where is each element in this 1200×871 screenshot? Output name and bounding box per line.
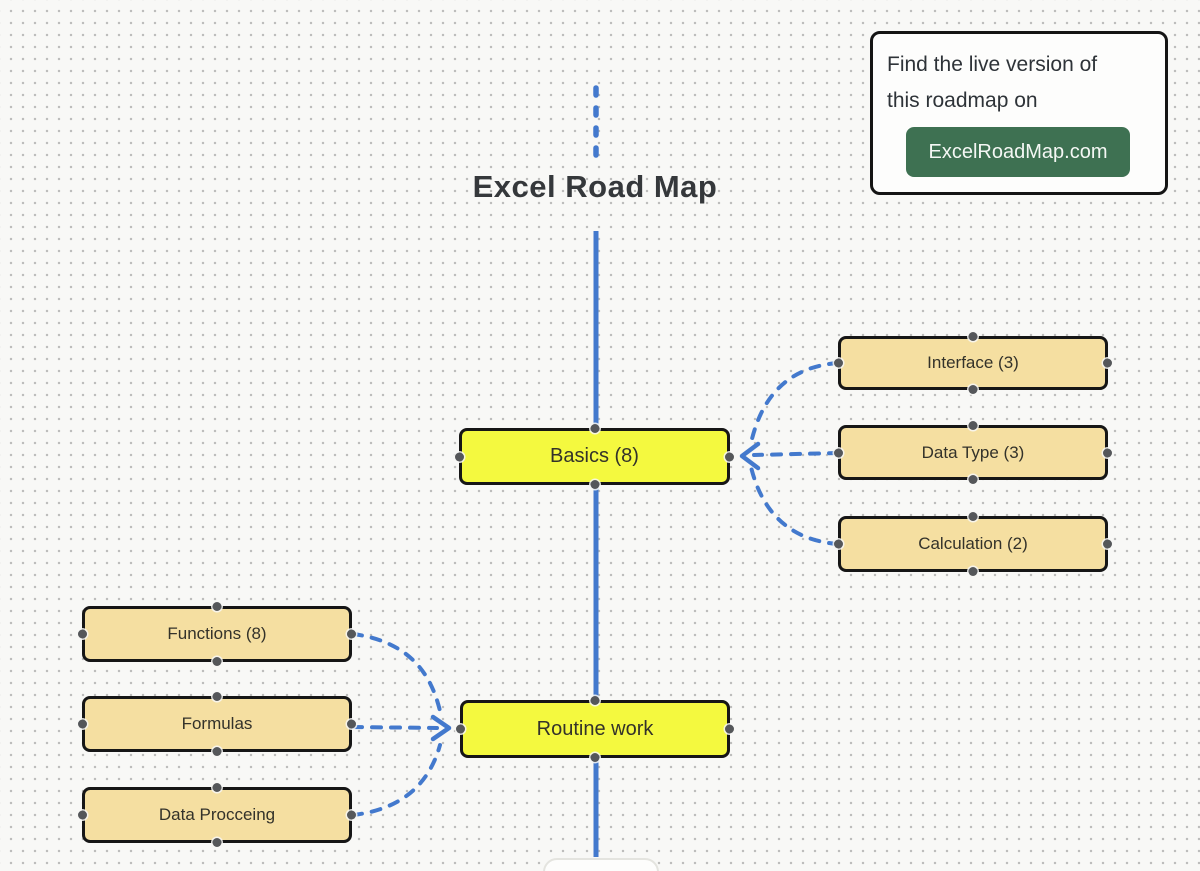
node-functions[interactable]: Functions (8) (78, 602, 356, 666)
node-data-type-label: Data Type (3) (921, 442, 1025, 462)
connector-dot (455, 452, 464, 461)
arrowhead-into-basics (739, 441, 761, 471)
connector-dot (212, 602, 222, 611)
connector-dot (834, 448, 843, 457)
node-data-procceing[interactable]: Data Procceing (78, 783, 356, 847)
node-functions-label: Functions (8) (167, 624, 267, 643)
node-formulas-label: Formulas (181, 714, 253, 733)
callout-line1: Find the live version of (887, 53, 1098, 76)
page-title: Excel Road Map (472, 169, 718, 204)
connector-dot (834, 358, 843, 368)
node-data-procceing-label: Data Procceing (158, 805, 276, 824)
edge-formulas-routine (351, 725, 439, 730)
connector-dot (968, 512, 978, 521)
connector-dot (212, 783, 222, 792)
connector-dot (590, 696, 600, 705)
connector-dot (456, 724, 465, 734)
node-basics-label: Basics (8) (550, 445, 639, 467)
connector-dot (78, 719, 87, 729)
edge-functions-routine (351, 632, 442, 713)
connector-dot (968, 475, 978, 484)
connector-dot (347, 629, 356, 639)
connector-dot (212, 838, 222, 847)
connector-dot (212, 657, 222, 666)
connector-dot (1103, 539, 1112, 549)
arrowhead-into-routine (430, 714, 452, 742)
excelroadmap-link-button[interactable]: ExcelRoadMap.com (906, 127, 1130, 177)
connector-dot (968, 385, 978, 394)
connector-dot (725, 452, 734, 461)
node-formulas[interactable]: Formulas (78, 692, 356, 756)
connector-dot (834, 539, 843, 549)
connector-dot (78, 629, 87, 639)
edge-interface-basics (749, 361, 840, 445)
connector-dot (968, 332, 978, 341)
connector-dot (347, 719, 356, 729)
connector-dot (212, 692, 222, 701)
connector-dot (968, 567, 978, 576)
connector-dot (347, 810, 356, 820)
next-node-peek (543, 858, 659, 871)
edge-calculation-basics (749, 465, 840, 546)
callout-text: Find the live version of this roadmap on (887, 47, 1155, 119)
node-calculation-label: Calculation (2) (918, 534, 1028, 553)
connector-dot (725, 724, 734, 734)
edge-dataprocceing-routine (351, 743, 442, 817)
connector-dot (1103, 448, 1112, 457)
connector-dot (590, 424, 599, 433)
node-routine-work-label: Routine work (536, 717, 654, 740)
node-calculation[interactable]: Calculation (2) (834, 512, 1112, 576)
node-data-type[interactable]: Data Type (3) (834, 421, 1112, 484)
connector-dot (968, 421, 978, 430)
connector-dot (1103, 358, 1112, 368)
node-interface[interactable]: Interface (3) (834, 332, 1112, 394)
node-routine-work[interactable]: Routine work (456, 696, 734, 762)
connector-dot (78, 810, 87, 820)
connector-dot (590, 480, 599, 489)
node-basics[interactable]: Basics (8) (455, 424, 734, 489)
callout-line2: this roadmap on (887, 89, 1038, 112)
connector-dot (590, 753, 600, 762)
connector-dot (212, 747, 222, 756)
edge-datatype-basics (752, 451, 840, 457)
node-interface-label: Interface (3) (927, 353, 1019, 372)
live-version-callout: Find the live version of this roadmap on… (870, 31, 1168, 195)
